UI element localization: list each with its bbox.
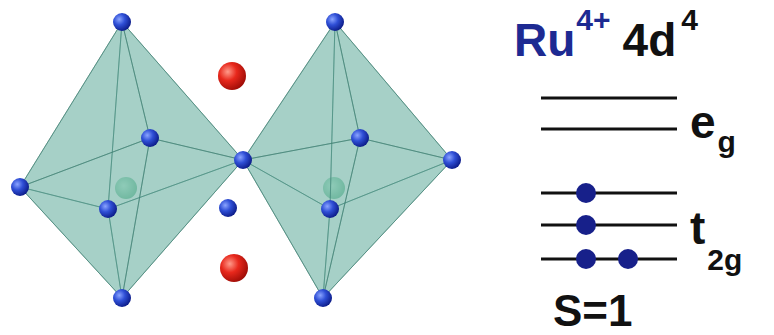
oxygen-atom (141, 129, 159, 147)
electron (618, 249, 638, 269)
oxygen-atom (321, 200, 339, 218)
energy-levels (541, 98, 677, 259)
eg-level (541, 97, 677, 100)
t2g-level (541, 224, 677, 227)
oxygen-atom (234, 151, 252, 169)
oxygen-atom (314, 289, 332, 307)
electron (576, 249, 596, 269)
oxygen-atom (99, 200, 117, 218)
oxygen-atom (326, 13, 344, 31)
level-label: t (690, 205, 705, 251)
electron-count-superscript: 4 (681, 5, 698, 35)
t2g-level (541, 192, 677, 195)
element-symbol: Ru (514, 17, 575, 63)
oxygen-atom (113, 13, 131, 31)
t2g-level (541, 258, 677, 261)
octahedron-face (243, 138, 360, 298)
oxygen-atom (443, 151, 461, 169)
spin-label: S=1 (553, 289, 633, 333)
electron (576, 215, 596, 235)
orbital-label: 4d (623, 17, 677, 63)
oxygen-atom (219, 199, 237, 217)
octahedron-face (335, 22, 452, 160)
electrons (576, 183, 638, 269)
oxygen-atom (11, 178, 29, 196)
cation-atom (220, 254, 248, 282)
octahedron-face (243, 22, 360, 160)
oxygen-atom (351, 129, 369, 147)
octahedron-face (20, 138, 150, 298)
cation-atom (218, 62, 246, 90)
electron (576, 183, 596, 203)
level-subscript: g (718, 127, 736, 157)
level-subscript: 2g (707, 245, 742, 275)
oxygen-atom (113, 289, 131, 307)
charge-superscript: 4+ (576, 5, 610, 35)
level-label: e (690, 99, 716, 145)
eg-level (541, 128, 677, 131)
octahedra (11, 13, 461, 307)
